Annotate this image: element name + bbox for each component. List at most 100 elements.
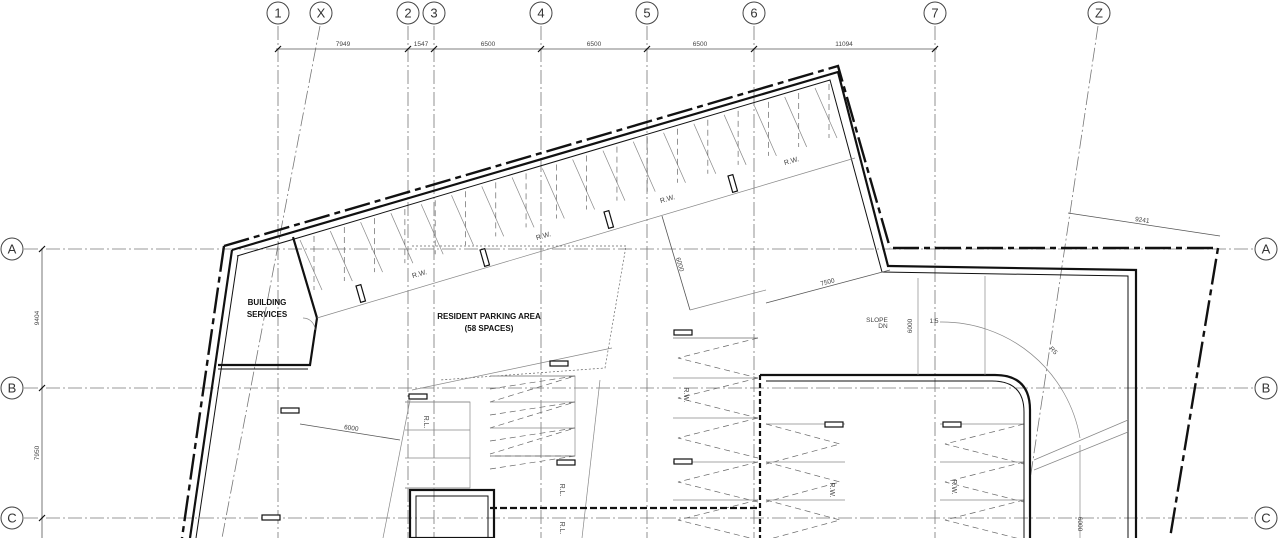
stall-line [572, 159, 595, 210]
stall-line [723, 114, 747, 165]
stall-diagonal [677, 461, 759, 503]
site-boundary [180, 64, 1220, 538]
room-labels: BUILDING SERVICES RESIDENT PARKING AREA … [247, 298, 541, 333]
wheel-stop [603, 209, 615, 230]
stall-diagonal [489, 455, 576, 470]
rl-label: R.L. [558, 522, 565, 535]
stall-diagonal [489, 375, 576, 403]
dimension-text: 6000 [674, 257, 685, 273]
stall-line [360, 221, 383, 273]
grid-label: A [1262, 242, 1271, 257]
stall-diagonal [765, 499, 842, 538]
wheel-stop [673, 458, 693, 465]
stall-line [390, 213, 414, 264]
stall-line [299, 239, 323, 291]
stall-line [663, 132, 686, 183]
dimension-text: 6500 [481, 41, 496, 48]
grid-label: 3 [430, 6, 437, 21]
room-label-building-services: BUILDING [248, 298, 287, 307]
stall-line [420, 204, 444, 255]
dimension-text: 6500 [587, 41, 602, 48]
annotations: R.W. R.W. R.W. R.W. R.W. R.W. R.W. R.L. … [344, 156, 1083, 534]
stall-line [814, 87, 838, 139]
grid-label: 1 [274, 6, 281, 21]
grid-bubble-7: 7 [923, 1, 947, 25]
slope-value: 1:5 [929, 318, 938, 325]
slope-label: SLOPE [866, 317, 888, 324]
rw-label: R.W. [828, 482, 835, 497]
dimension-text: 9241 [1135, 216, 1151, 225]
slope-label: DN [878, 323, 888, 330]
rl-label: R.L. [422, 416, 429, 429]
dimension-text: 6500 [693, 41, 708, 48]
dimension-text: 6000 [344, 424, 360, 433]
wheel-stop [549, 360, 569, 367]
wheel-stop [261, 514, 281, 521]
building-walls [188, 70, 1138, 538]
stall-diagonal [677, 377, 759, 419]
stall-diagonal [765, 461, 842, 503]
grid-label: C [7, 511, 16, 526]
wheel-stop [556, 459, 576, 466]
grid-bubble-6: 6 [742, 1, 766, 25]
stall-line [511, 177, 535, 228]
interior-parking [299, 215, 1129, 538]
stall-line [602, 150, 626, 201]
stall-diagonal [489, 401, 576, 429]
stall-line [754, 105, 777, 157]
grid-label: B [1262, 381, 1271, 396]
wheel-stop [280, 407, 300, 414]
stall-diagonal [765, 423, 842, 465]
stall-diagonal [944, 461, 1025, 503]
column-grid-lines [221, 25, 1099, 538]
row-bubbles: A B C A B C [0, 237, 1278, 530]
wheel-stop [479, 247, 491, 268]
grid-bubble-z: Z [1087, 1, 1111, 25]
grid-label: B [8, 381, 17, 396]
dimension-text: 7950 [34, 445, 41, 460]
room-label-parking: RESIDENT PARKING AREA [437, 312, 541, 321]
grid-label: A [8, 242, 17, 257]
room-label-building-services: SERVICES [247, 310, 288, 319]
dimension-text: 6000 [907, 318, 914, 333]
grid-label: 5 [643, 6, 650, 21]
left-dimension-string: 9404 7950 [34, 245, 46, 538]
stall-diagonal [944, 423, 1025, 465]
rw-label: R.W. [950, 479, 957, 494]
grid-bubble-3: 3 [422, 1, 446, 25]
grid-label: 2 [404, 6, 411, 21]
grid-label: 6 [750, 6, 757, 21]
stall-diagonal [489, 427, 576, 455]
rw-label: R.W. [659, 194, 676, 205]
wheel-stop [727, 173, 739, 194]
stall-line [784, 96, 808, 148]
dimension-text: 11094 [835, 41, 853, 48]
grid-label: X [317, 6, 326, 21]
rw-label: R.W. [682, 387, 689, 402]
wheel-stops [261, 173, 962, 521]
stall-diagonal [677, 417, 759, 459]
grid-label: Z [1095, 6, 1103, 21]
room-label-parking: (58 SPACES) [465, 324, 514, 333]
wheel-stop [942, 421, 962, 428]
wheel-stop [824, 421, 844, 428]
stall-line [693, 123, 717, 174]
grid-bubble-5: 5 [635, 1, 659, 25]
rw-label: R.W. [783, 156, 800, 167]
column-bubbles: 1 X 2 3 4 5 6 7 Z [266, 1, 1111, 25]
grid-label: C [1261, 511, 1270, 526]
grid-bubble-4: 4 [529, 1, 553, 25]
stall-diagonal [944, 499, 1025, 538]
rw-label: R.W. [535, 231, 552, 242]
rw-label: R.W. [411, 269, 428, 280]
grid-label: 4 [537, 6, 544, 21]
stall-line [329, 230, 353, 282]
wheel-stop [673, 329, 693, 336]
top-dimension-string: 7949 1547 6500 6500 6500 11094 [274, 41, 939, 53]
stall-line [632, 141, 656, 192]
grid-bubble-2: 2 [396, 1, 420, 25]
grid-label: 7 [931, 6, 938, 21]
row-grid-lines [24, 248, 1254, 519]
stall-diagonal [677, 499, 759, 538]
